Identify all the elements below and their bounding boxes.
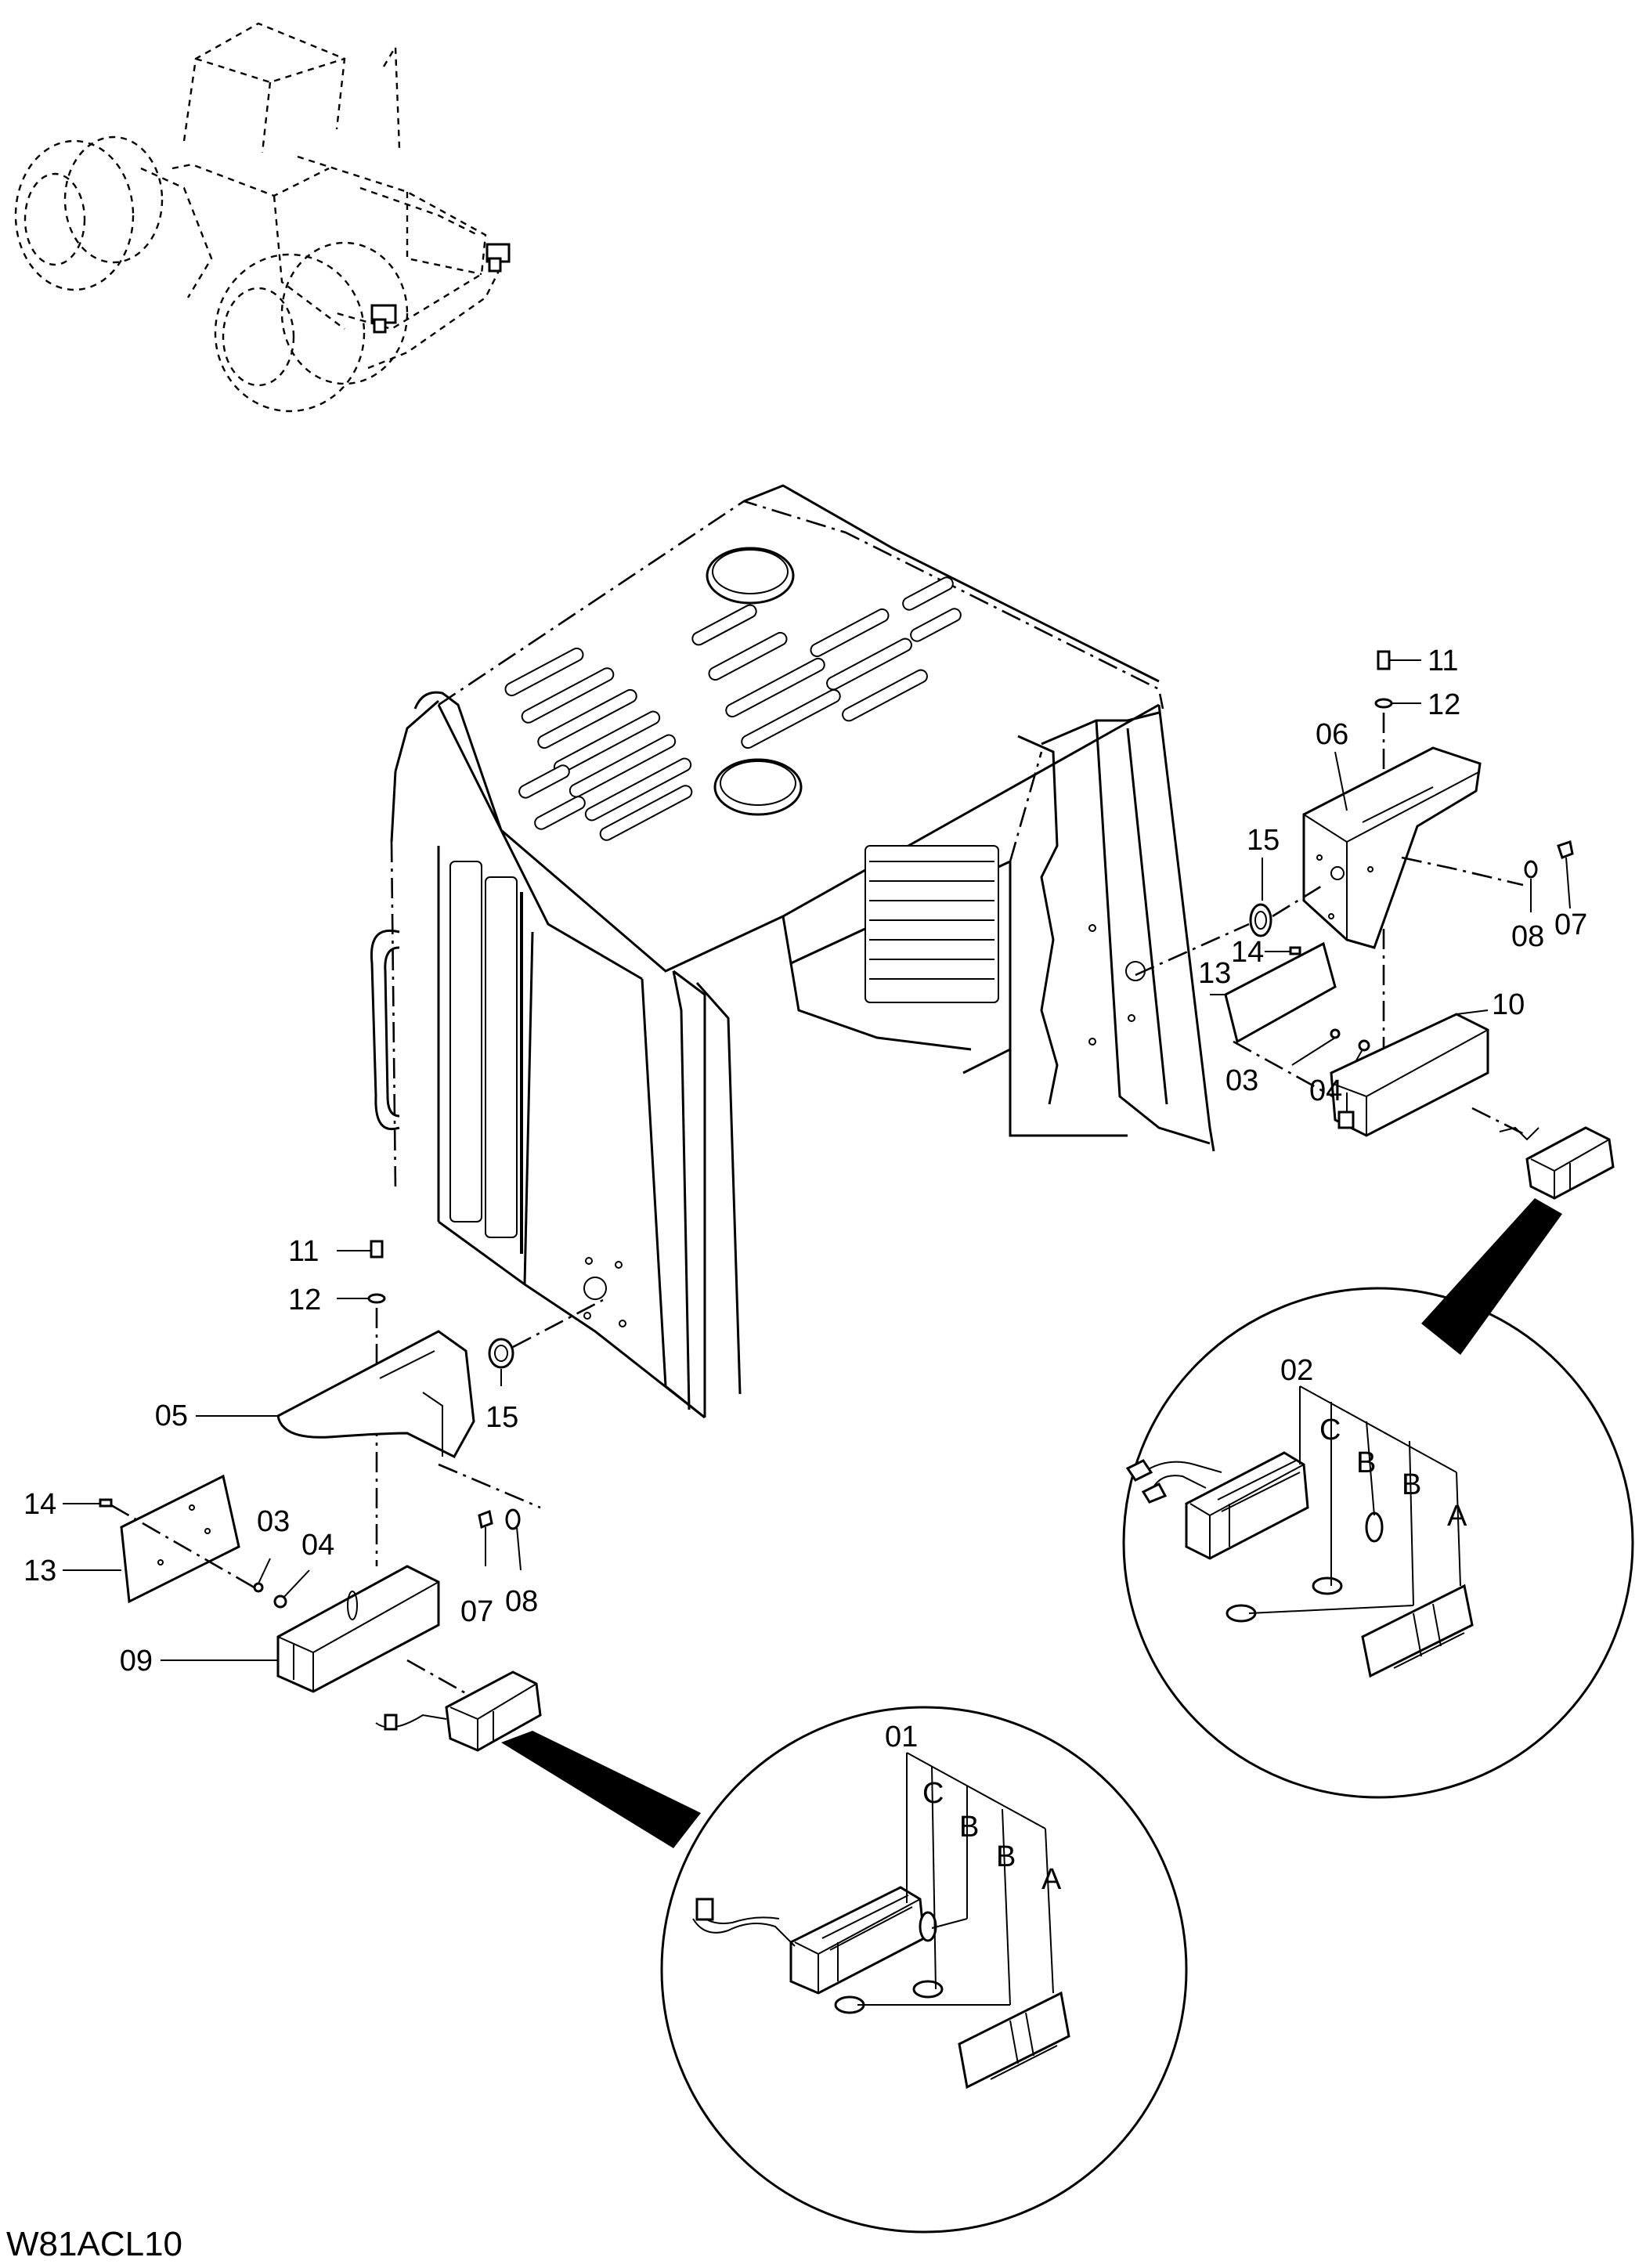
detail-right-assembly: 02 [1280, 1354, 1313, 1387]
detail-right-b2: B [1402, 1468, 1421, 1501]
hood-side-vents-left [449, 861, 523, 1254]
callout-right-03: 03 [1225, 1064, 1258, 1097]
left-lamp-mount-assembly [63, 1240, 604, 1752]
detail-labels: 01 C B B A 02 C B B A [885, 1354, 1467, 1896]
callout-left-12: 12 [288, 1284, 321, 1316]
callout-left-05: 05 [155, 1399, 188, 1432]
detail-left-a: A [1041, 1863, 1062, 1896]
detail-right-c: C [1319, 1414, 1341, 1446]
callout-right-13: 13 [1198, 957, 1231, 990]
callout-right-07: 07 [1554, 908, 1587, 941]
callout-left-09: 09 [120, 1645, 153, 1678]
detail-circle-lamp-01 [660, 1706, 1188, 2234]
callout-right-12: 12 [1428, 688, 1460, 721]
detail-left-c: C [922, 1777, 944, 1810]
callout-left-03: 03 [257, 1505, 290, 1538]
callout-right-10: 10 [1492, 988, 1525, 1021]
callout-left-15: 15 [485, 1401, 518, 1434]
hood-top-vents [504, 576, 962, 841]
engine-hood-assembly [370, 484, 1215, 1419]
callout-left-14: 14 [23, 1488, 56, 1521]
callout-left-11: 11 [288, 1235, 319, 1268]
detail-pointer-right [1421, 1198, 1562, 1355]
callout-right-08: 08 [1511, 920, 1544, 953]
callout-right-15: 15 [1247, 824, 1280, 857]
callout-right-04: 04 [1309, 1074, 1342, 1107]
right-lamp-mount-assembly [1135, 650, 1615, 1200]
hood-inner-grille [865, 845, 999, 1003]
callout-left-13: 13 [23, 1555, 56, 1587]
callout-left-04: 04 [301, 1529, 334, 1562]
detail-right-a: A [1447, 1500, 1467, 1533]
detail-circle-lamp-02 [1122, 1287, 1634, 1799]
detail-left-b2: B [996, 1840, 1016, 1873]
callout-right-06: 06 [1316, 718, 1348, 751]
callout-right-14: 14 [1231, 936, 1264, 969]
machine-overview-thumbnail [14, 22, 511, 413]
detail-left-b1: B [959, 1811, 979, 1844]
callout-labels: 11 12 05 15 14 13 03 04 07 08 09 11 12 0… [23, 645, 1587, 1678]
callout-left-07: 07 [460, 1595, 493, 1628]
detail-pointer-left [501, 1731, 701, 1848]
drawing-code: W81ACL10 [6, 2225, 182, 2263]
detail-right-b1: B [1356, 1446, 1376, 1479]
callout-right-11: 11 [1428, 645, 1458, 677]
callout-left-08: 08 [505, 1585, 538, 1618]
detail-left-assembly: 01 [885, 1721, 918, 1753]
